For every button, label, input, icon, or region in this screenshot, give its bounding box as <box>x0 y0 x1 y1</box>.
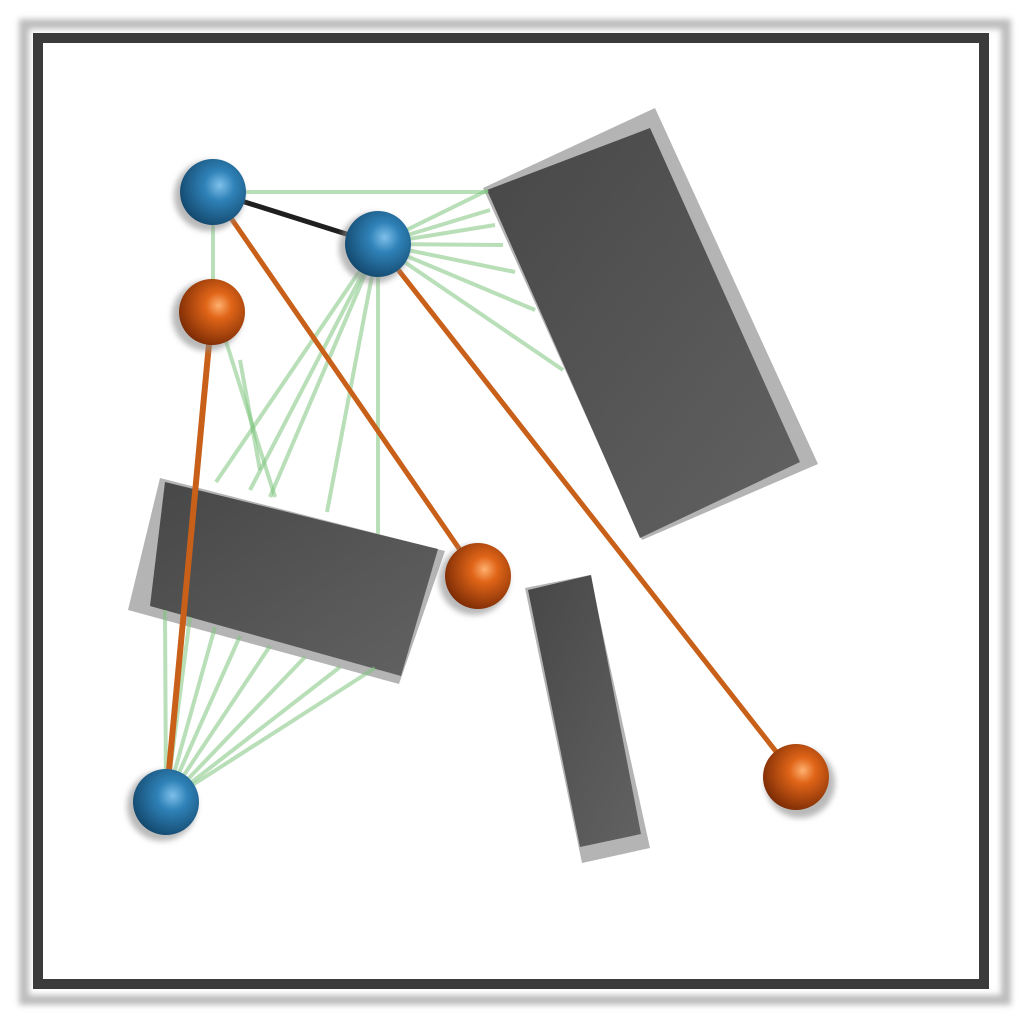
arena-frame <box>19 19 1011 1005</box>
obstacle-bodies <box>150 128 800 847</box>
orange-link <box>375 241 799 780</box>
blue-node[interactable] <box>133 769 199 835</box>
node-links <box>163 189 799 805</box>
orange-link <box>210 189 481 579</box>
obstacle-large-rotated <box>487 128 800 538</box>
obstacle-thin-bar <box>528 575 641 847</box>
blue-nodes <box>133 159 411 835</box>
blue-node[interactable] <box>345 211 411 277</box>
blue-node[interactable] <box>180 159 246 225</box>
orange-node[interactable] <box>445 543 511 609</box>
orange-link <box>163 309 215 805</box>
orange-node[interactable] <box>179 279 245 345</box>
obstacle-left-block <box>150 482 438 676</box>
orange-node[interactable] <box>763 744 829 810</box>
orange-nodes <box>179 279 829 810</box>
